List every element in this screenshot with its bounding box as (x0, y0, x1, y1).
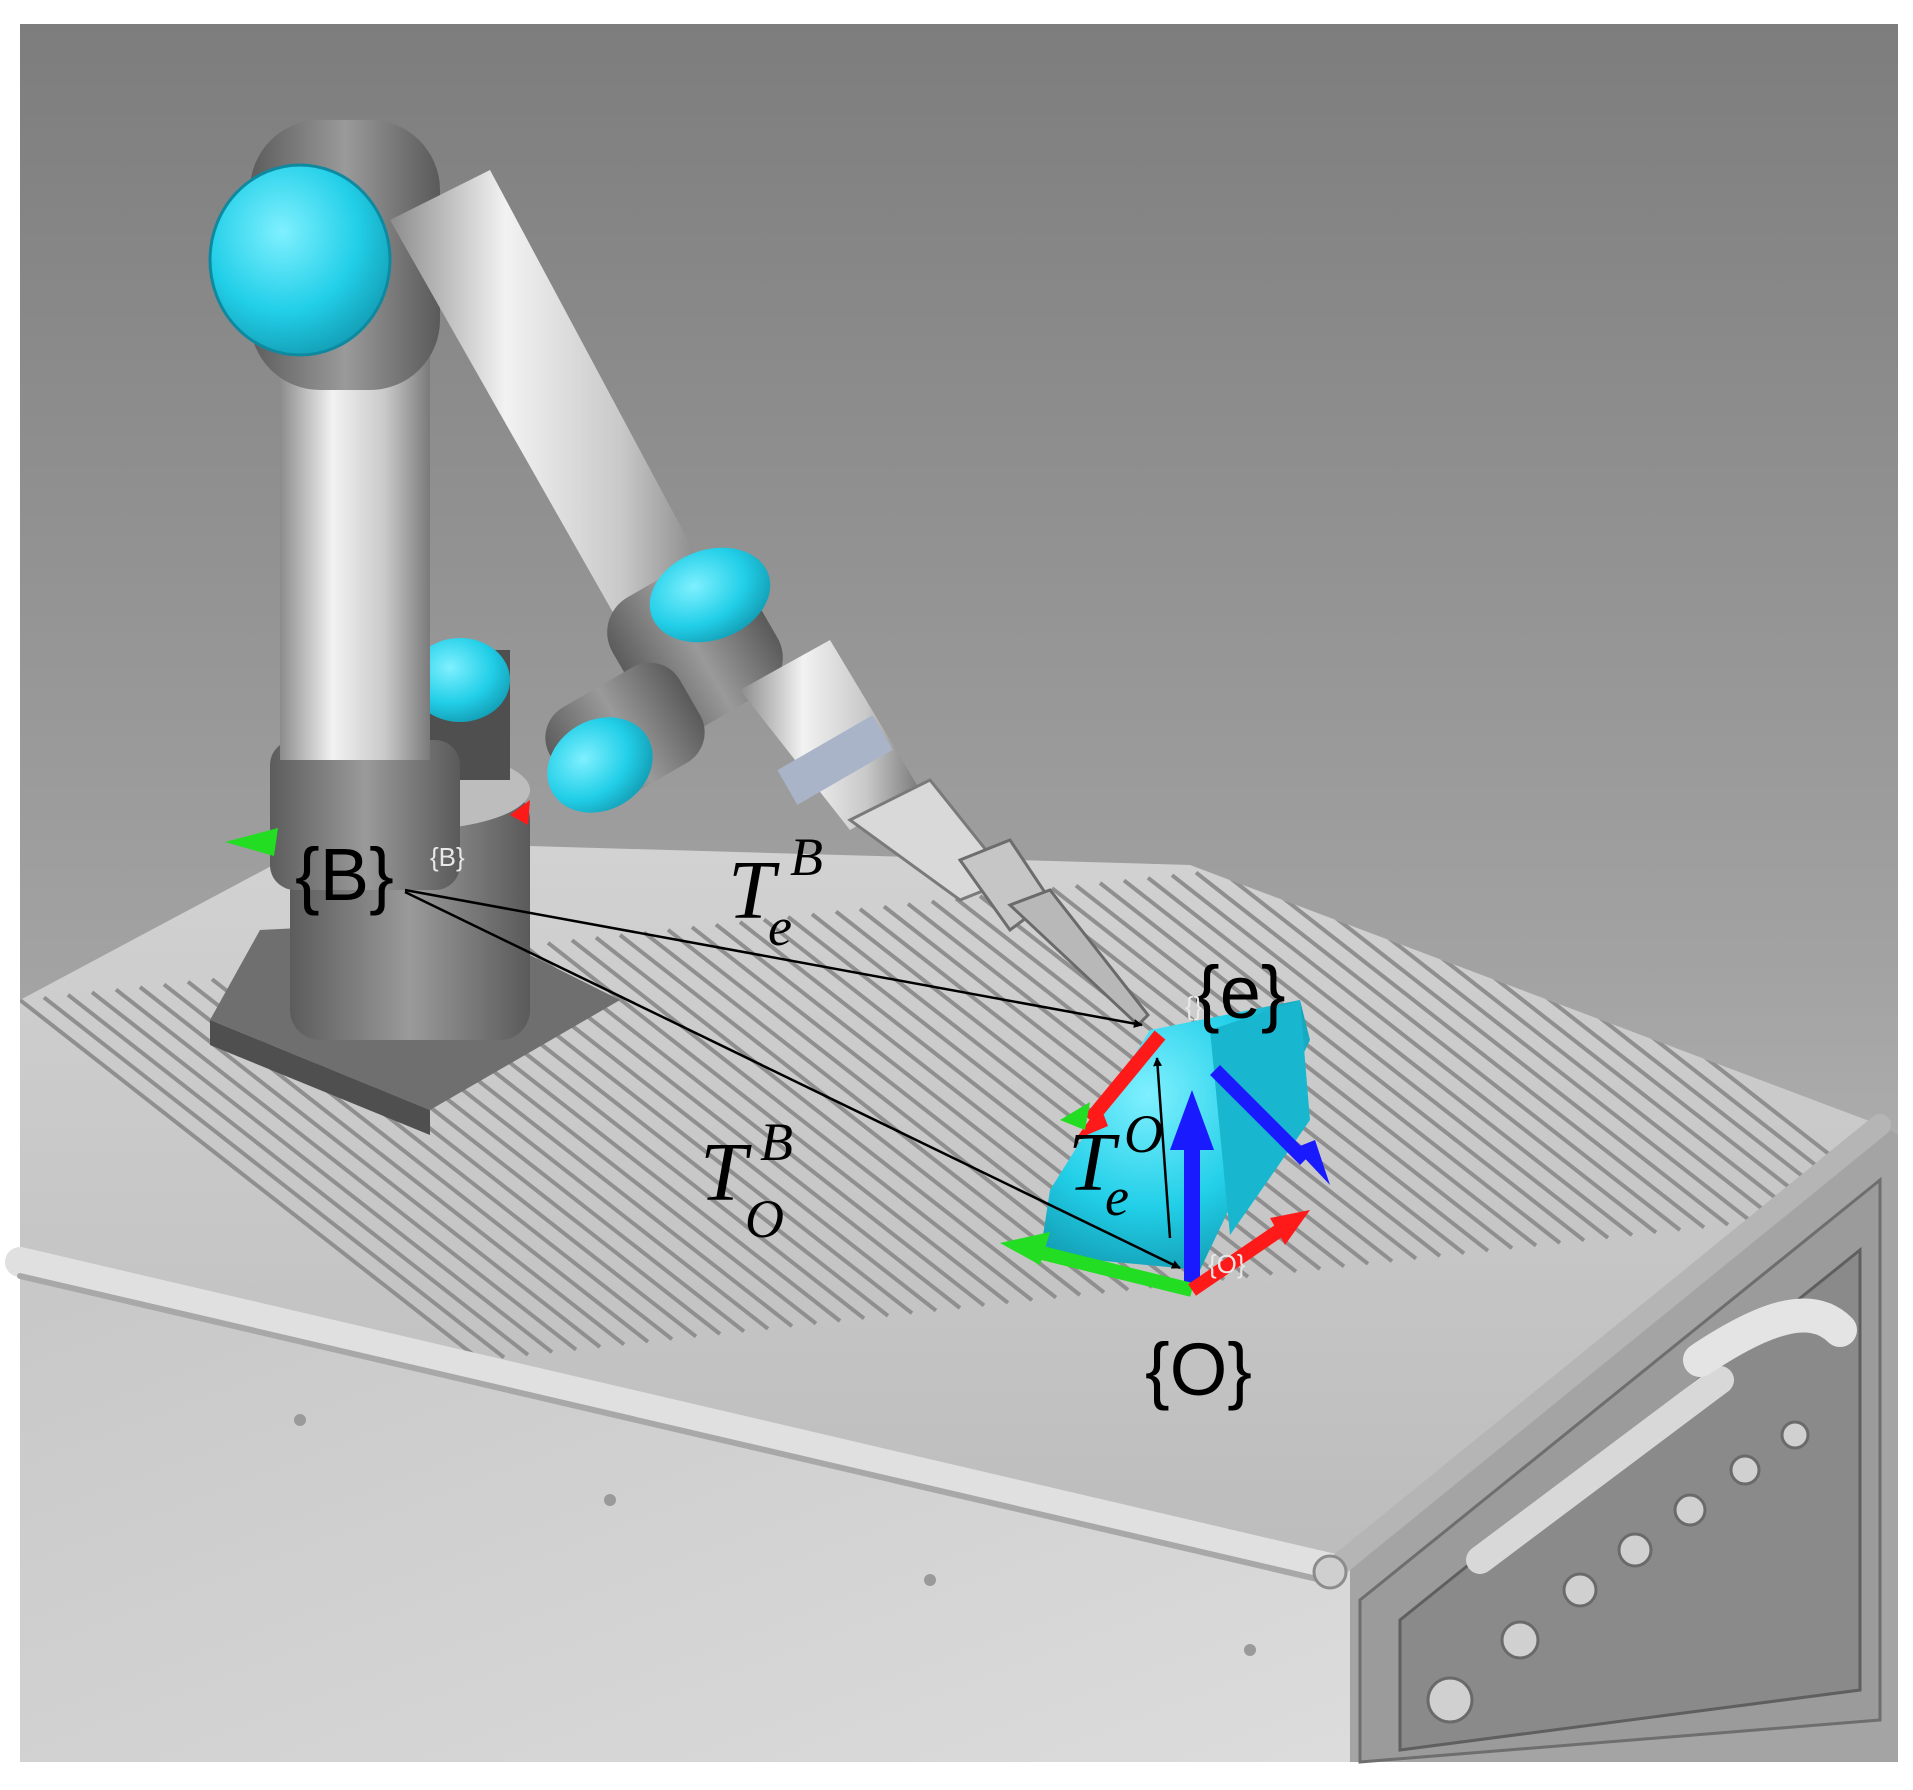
base-frame-tag: {B} (430, 842, 465, 872)
object-frame-axes (1000, 1090, 1310, 1297)
table-slot (546, 941, 1010, 1305)
end-effector-tool (847, 778, 1151, 1028)
object-frame-label: {O} (1145, 1328, 1252, 1411)
object-frame-tag: {O} (1208, 1249, 1246, 1279)
tf-bo-symbol: T (700, 1126, 752, 1219)
table-slot (642, 930, 1106, 1294)
table-slot (570, 938, 1034, 1302)
table-slot (66, 993, 530, 1357)
transform-arrows (404, 888, 1181, 1270)
arrow-object-to-effector (1153, 1057, 1172, 1239)
transform-label-base-object: T B O (700, 1112, 793, 1249)
base-frame-axes (225, 800, 530, 856)
tf-be-subscript: e (768, 897, 792, 957)
tf-bo-subscript: O (745, 1189, 784, 1249)
table-slot (1074, 884, 1538, 1248)
robot-lower-arm (208, 120, 460, 890)
tf-oe-subscript: e (1105, 1167, 1129, 1227)
tf-be-symbol: T (728, 844, 780, 937)
table-slot (1170, 873, 1634, 1237)
tf-bo-superscript: B (760, 1112, 793, 1172)
table-slot (1242, 865, 1706, 1229)
table-slot (1122, 878, 1586, 1242)
table-slot (1146, 876, 1610, 1240)
table-slot (1266, 863, 1730, 1227)
tf-oe-symbol: T (1068, 1116, 1120, 1209)
effector-frame-tag: {} (1185, 991, 1203, 1021)
table-slot (1098, 881, 1562, 1245)
table-slot (618, 933, 1082, 1297)
table-slot (20, 998, 482, 1362)
base-frame-label: {B} (295, 833, 394, 916)
transform-label-base-effector: T B e (728, 827, 823, 957)
arrow-base-to-object (404, 890, 1181, 1270)
effector-frame-axes (1060, 1030, 1330, 1185)
robot-upper-arm (390, 170, 920, 830)
table-slot (594, 936, 1058, 1300)
effector-frame-label: {e} (1195, 951, 1286, 1034)
tf-oe-superscript: O (1124, 1104, 1163, 1164)
table-slot (114, 988, 578, 1352)
tf-be-superscript: B (790, 827, 823, 887)
table-slot (90, 990, 554, 1354)
cabinet (20, 1125, 1898, 1764)
table-slot (1218, 868, 1682, 1232)
arrow-base-to-effector (404, 888, 1143, 1028)
transform-label-object-effector: T O e (1068, 1104, 1163, 1227)
table-slot (42, 995, 506, 1359)
table-slot (1194, 871, 1658, 1235)
